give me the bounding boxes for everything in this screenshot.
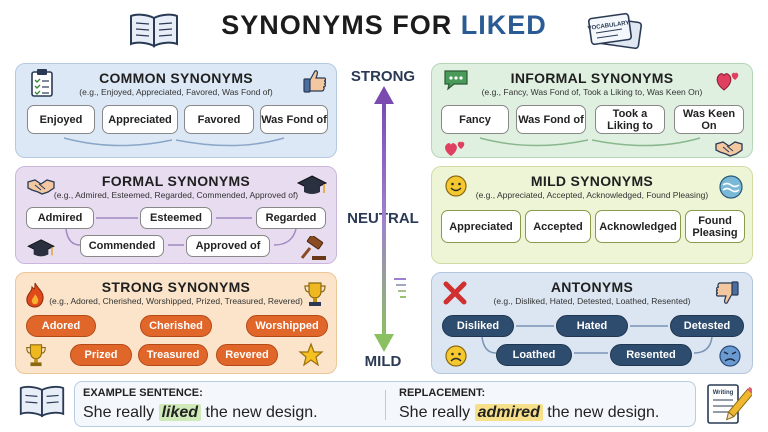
trophy-small-icon <box>26 344 46 367</box>
example-sentence: She really liked the new design. <box>83 404 318 422</box>
intensity-bars-icon <box>394 278 406 298</box>
title-prefix: SYNONYMS FOR <box>221 10 461 40</box>
handshake-icon <box>27 179 55 195</box>
replacement-sentence: She really admired the new design. <box>399 404 659 422</box>
chip-was-fond-of: Was Fond of <box>260 105 328 134</box>
chip-regarded: Regarded <box>256 207 326 229</box>
title-accent: LIKED <box>460 10 547 40</box>
handshake-small-icon <box>715 141 743 157</box>
open-book-bottom-icon <box>19 385 65 418</box>
panel-subtitle: (e.g., Appreciated, Accepted, Acknowledg… <box>475 190 709 200</box>
chip-took-a-liking-to: Took a Liking to <box>595 105 665 134</box>
writing-pad-text: Writing <box>713 390 734 396</box>
vocabulary-cards-icon: VOCABULARY <box>587 12 643 50</box>
red-x-icon <box>443 281 467 305</box>
formal-synonyms-panel: FORMAL SYNONYMS (e.g., Admired, Esteemed… <box>15 166 337 264</box>
flow-arrows <box>63 137 285 147</box>
panel-title: INFORMAL SYNONYMS <box>510 70 674 86</box>
gavel-icon <box>300 236 326 260</box>
hearts-small-icon <box>445 141 465 156</box>
chip-revered: Revered <box>216 344 278 366</box>
graduation-cap-small-icon <box>27 239 55 257</box>
chip-hated: Hated <box>556 315 628 337</box>
panel-title: MILD SYNONYMS <box>530 173 654 189</box>
strong-synonyms-panel: STRONG SYNONYMS (e.g., Adored, Cherished… <box>15 272 337 374</box>
example-highlight-word: liked <box>158 404 202 421</box>
replacement-before: She really <box>399 404 475 421</box>
flow-arrows <box>65 217 297 246</box>
chip-appreciated: Appreciated <box>441 210 521 243</box>
writing-pad-pencil-icon: Writing <box>707 384 752 424</box>
thumbs-down-icon <box>715 281 739 304</box>
frustrated-face-icon <box>719 345 741 367</box>
chip-admired: Admired <box>26 207 94 229</box>
chip-resented: Resented <box>610 344 692 366</box>
chip-was-keen-on: Was Keen On <box>674 105 744 134</box>
chip-commended: Commended <box>80 235 164 257</box>
common-synonyms-panel: COMMON SYNONYMS (e.g., Enjoyed, Apprecia… <box>15 63 337 158</box>
sad-face-icon <box>445 345 467 367</box>
mild-synonyms-panel: MILD SYNONYMS (e.g., Appreciated, Accept… <box>431 166 753 264</box>
chip-prized: Prized <box>70 344 132 366</box>
flow-arrows <box>479 137 701 147</box>
chip-disliked: Disliked <box>442 315 514 337</box>
panel-subtitle: (e.g., Disliked, Hated, Detested, Loathe… <box>493 296 691 306</box>
star-icon <box>298 342 324 367</box>
chip-cherished: Cherished <box>140 315 212 337</box>
chip-adored: Adored <box>26 315 96 337</box>
chip-found-pleasing: Found Pleasing <box>685 210 745 243</box>
chip-enjoyed: Enjoyed <box>27 105 95 134</box>
scale-label-strong: STRONG <box>350 68 416 85</box>
example-sentence-bar: EXAMPLE SENTENCE: She really liked the n… <box>74 381 696 427</box>
divider <box>385 390 386 420</box>
replacement-highlight-word: admired <box>474 404 543 421</box>
flame-icon <box>26 282 44 308</box>
chip-approved-of: Approved of <box>186 235 270 257</box>
panel-title: ANTONYMS <box>550 279 634 295</box>
antonyms-panel: ANTONYMS (e.g., Disliked, Hated, Deteste… <box>431 272 753 374</box>
panel-subtitle: (e.g., Fancy, Was Fond of, Took a Liking… <box>481 87 703 97</box>
chip-fancy: Fancy <box>441 105 509 134</box>
chip-treasured: Treasured <box>138 344 208 366</box>
flow-arrows <box>481 325 713 354</box>
checklist-clipboard-icon <box>31 69 53 97</box>
chip-favored: Favored <box>184 105 254 134</box>
chip-appreciated: Appreciated <box>102 105 178 134</box>
panel-subtitle: (e.g., Adored, Cherished, Worshipped, Pr… <box>49 296 303 306</box>
example-before: She really <box>83 404 159 421</box>
panel-subtitle: (e.g., Enjoyed, Appreciated, Favored, Wa… <box>79 87 273 97</box>
chip-detested: Detested <box>670 315 744 337</box>
panel-subtitle: (e.g., Admired, Esteemed, Regarded, Comm… <box>53 190 299 200</box>
vocab-card-text: VOCABULARY <box>587 20 630 32</box>
chip-acknowledged: Acknowledged <box>595 210 681 243</box>
chip-loathed: Loathed <box>496 344 572 366</box>
replacement-label: REPLACEMENT: <box>399 387 486 399</box>
chip-accepted: Accepted <box>525 210 591 243</box>
trophy-icon <box>304 282 326 306</box>
example-label: EXAMPLE SENTENCE: <box>83 387 203 399</box>
panel-title: FORMAL SYNONYMS <box>101 173 251 189</box>
intensity-scale-arrow <box>374 86 394 352</box>
example-after: the new design. <box>201 404 318 421</box>
wave-badge-icon <box>719 175 743 199</box>
scale-label-mild: MILD <box>364 353 402 370</box>
panel-title: STRONG SYNONYMS <box>101 279 251 295</box>
thumbs-up-icon <box>303 70 327 93</box>
panel-title: COMMON SYNONYMS <box>99 70 253 86</box>
informal-synonyms-panel: INFORMAL SYNONYMS (e.g., Fancy, Was Fond… <box>431 63 753 158</box>
chip-worshipped: Worshipped <box>246 315 328 337</box>
chat-bubble-icon <box>444 70 468 91</box>
chip-esteemed: Esteemed <box>140 207 212 229</box>
replacement-after: the new design. <box>542 404 660 421</box>
hearts-icon <box>716 72 739 91</box>
page-title: SYNONYMS FOR LIKED <box>0 10 768 41</box>
open-book-icon <box>130 13 178 48</box>
chip-was-fond-of: Was Fond of <box>516 105 586 134</box>
graduation-cap-icon <box>296 175 328 194</box>
smiley-face-icon <box>445 175 467 197</box>
